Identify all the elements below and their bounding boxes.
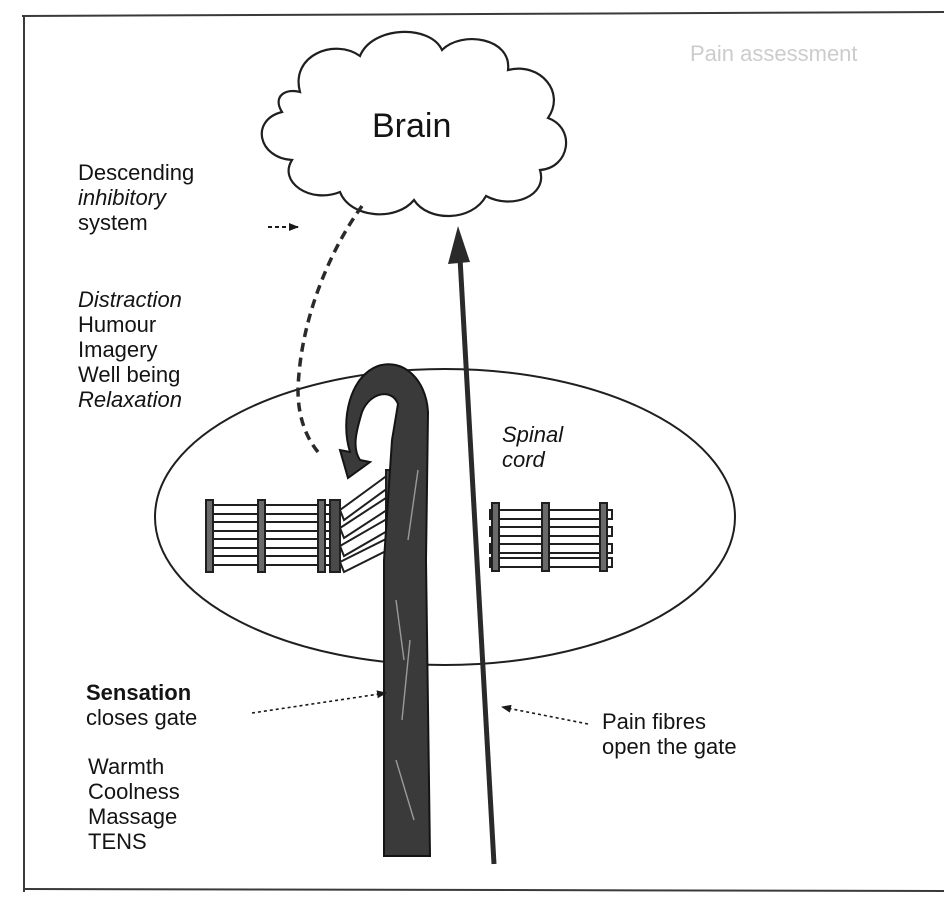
spinal-cord-label-line-1: Spinal [502,422,563,447]
sensory-methods-list: Warmth Coolness Massage TENS [88,754,180,854]
pain-fibres-label: Pain fibres open the gate [602,709,737,759]
spinal-cord-label: Spinal cord [502,422,563,472]
sensory-method: TENS [88,829,180,854]
pain-fibres-label-line-2: open the gate [602,734,737,759]
cognitive-factors-list: Distraction Humour Imagery Well being Re… [78,287,182,412]
cognitive-factor: Relaxation [78,387,182,412]
pain-fibres-pointer [502,707,588,724]
bleed-through-heading: Pain assessment [690,44,858,64]
sensation-pointer [252,693,386,713]
sensory-method: Massage [88,804,180,829]
sensory-method: Warmth [88,754,180,779]
pain-fibre-arrow [448,226,494,864]
spinal-cord-ellipse [155,369,735,665]
cognitive-factor: Well being [78,362,182,387]
cognitive-factor: Humour [78,312,182,337]
sensation-label: Sensation closes gate [86,680,197,730]
sensory-method: Coolness [88,779,180,804]
sensation-crook-arrow [340,364,430,856]
spinal-cord-label-line-2: cord [502,447,563,472]
right-gate-fence [490,503,612,571]
descending-label-line-3: system [78,210,194,235]
sensation-label-line-1: Sensation [86,680,197,705]
descending-label-line-2: inhibitory [78,185,194,210]
descending-label: Descending inhibitory system [78,160,194,235]
sensation-label-line-2: closes gate [86,705,197,730]
left-gate-fence [206,470,396,572]
descending-label-line-1: Descending [78,160,194,185]
cognitive-factor: Imagery [78,337,182,362]
brain-label: Brain [372,107,451,145]
cognitive-factor: Distraction [78,287,182,312]
pain-fibres-label-line-1: Pain fibres [602,709,737,734]
